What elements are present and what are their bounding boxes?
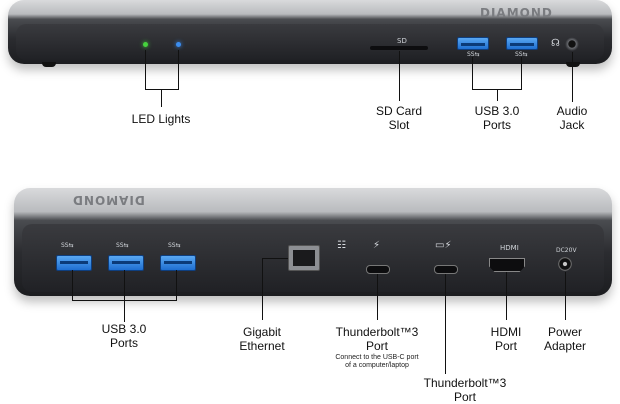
rear-dock: DIAMOND [14,188,612,296]
rear-usb-mark-3: SS⇆ [168,242,181,249]
front-foot-right [566,62,580,67]
audio-jack[interactable] [565,37,579,51]
leader-hdmi [506,272,507,320]
label-sd-line2: Slot [388,118,410,132]
label-audio-line2: Jack [559,118,585,132]
thunderbolt-port-1[interactable] [366,265,390,274]
leader-rusb-v2 [124,270,125,300]
label-power-line2: Adapter [543,339,587,353]
leader-usb-v2 [521,57,522,90]
label-hdmi-port: HDMI Port [476,325,536,353]
label-gigabit-line2: Ethernet [239,339,285,353]
label-tb1-line2: Port [365,339,388,353]
dc-text: DC20V [556,247,577,254]
label-hdmi-line2: Port [494,339,517,353]
led-blue [176,42,181,47]
label-sd-card: SD Card Slot [359,104,439,132]
label-front-usb-line1: USB 3.0 [474,104,520,118]
leader-tb2 [445,274,446,374]
leader-sd [399,51,400,101]
sd-slot-text: SD [397,37,407,45]
note-thunderbolt-port-1: Connect to the USB-C port of a computer/… [312,354,442,370]
label-led-lights: LED Lights [121,112,201,126]
thunderbolt-icon: ⚡ [373,240,381,251]
label-audio-jack: Audio Jack [544,104,600,132]
leader-ethernet-h [262,258,288,259]
label-front-usb: USB 3.0 Ports [457,104,537,132]
leader-usb-down [497,89,498,101]
front-usb-mark-1: SS⇆ [467,51,480,58]
leader-audio [572,52,573,102]
laptop-thunderbolt-icon: ▭⚡ [435,240,452,251]
front-brand-logo: DIAMOND [480,6,553,20]
label-hdmi-line1: HDMI [490,325,522,339]
label-rear-usb-line1: USB 3.0 [101,322,147,336]
leader-power [565,272,566,320]
leader-tb1 [377,274,378,320]
leader-rusb-down [124,300,125,322]
label-thunderbolt-port-1: Thunderbolt™3 Port [322,325,432,353]
network-icon: ☷ [337,240,346,251]
thunderbolt-port-2[interactable] [434,265,458,274]
label-gigabit-ethernet: Gigabit Ethernet [222,325,302,353]
label-audio-line1: Audio [556,104,588,118]
leader-ethernet [262,258,263,320]
label-tb2-line1: Thunderbolt™3 [423,376,507,390]
rear-usb-mark-1: SS⇆ [61,242,74,249]
leader-led-h [145,89,179,90]
front-foot-left [42,62,56,67]
label-sd-line1: SD Card [375,104,422,118]
headphone-icon: ☊ [551,38,560,49]
ethernet-port[interactable] [288,245,320,271]
leader-led-down [161,89,162,107]
hdmi-text: HDMI [500,244,519,252]
front-usb-mark-2: SS⇆ [515,51,528,58]
label-power-adapter: Power Adapter [530,325,600,353]
front-usb-port-2[interactable] [506,37,538,50]
label-power-line1: Power [547,325,582,339]
rear-usb-mark-2: SS⇆ [116,242,129,249]
label-front-usb-line2: Ports [482,118,511,132]
front-usb-port-1[interactable] [457,37,489,50]
note-tb1-line1: Connect to the USB-C port [335,354,419,361]
label-tb2-line2: Port [453,390,476,404]
rear-brand-logo: DIAMOND [72,193,145,207]
note-tb1-line2: of a computer/laptop [345,362,409,369]
led-green [143,42,148,47]
leader-led-v1 [145,50,146,90]
label-tb1-line1: Thunderbolt™3 [335,325,419,339]
rear-usb-port-2[interactable] [108,255,144,271]
label-gigabit-line1: Gigabit [242,325,282,339]
hdmi-port[interactable] [489,258,525,272]
rear-usb-port-1[interactable] [56,255,92,271]
leader-rusb-v1 [72,270,73,300]
leader-usb-v1 [472,57,473,90]
leader-led-v2 [178,50,179,90]
power-jack[interactable] [558,257,572,271]
sd-card-slot[interactable] [370,46,428,50]
leader-rusb-v3 [176,270,177,300]
label-led-text: LED Lights [131,112,191,126]
rear-usb-port-3[interactable] [160,255,196,271]
label-rear-usb-line2: Ports [109,336,138,350]
label-rear-usb: USB 3.0 Ports [84,322,164,350]
